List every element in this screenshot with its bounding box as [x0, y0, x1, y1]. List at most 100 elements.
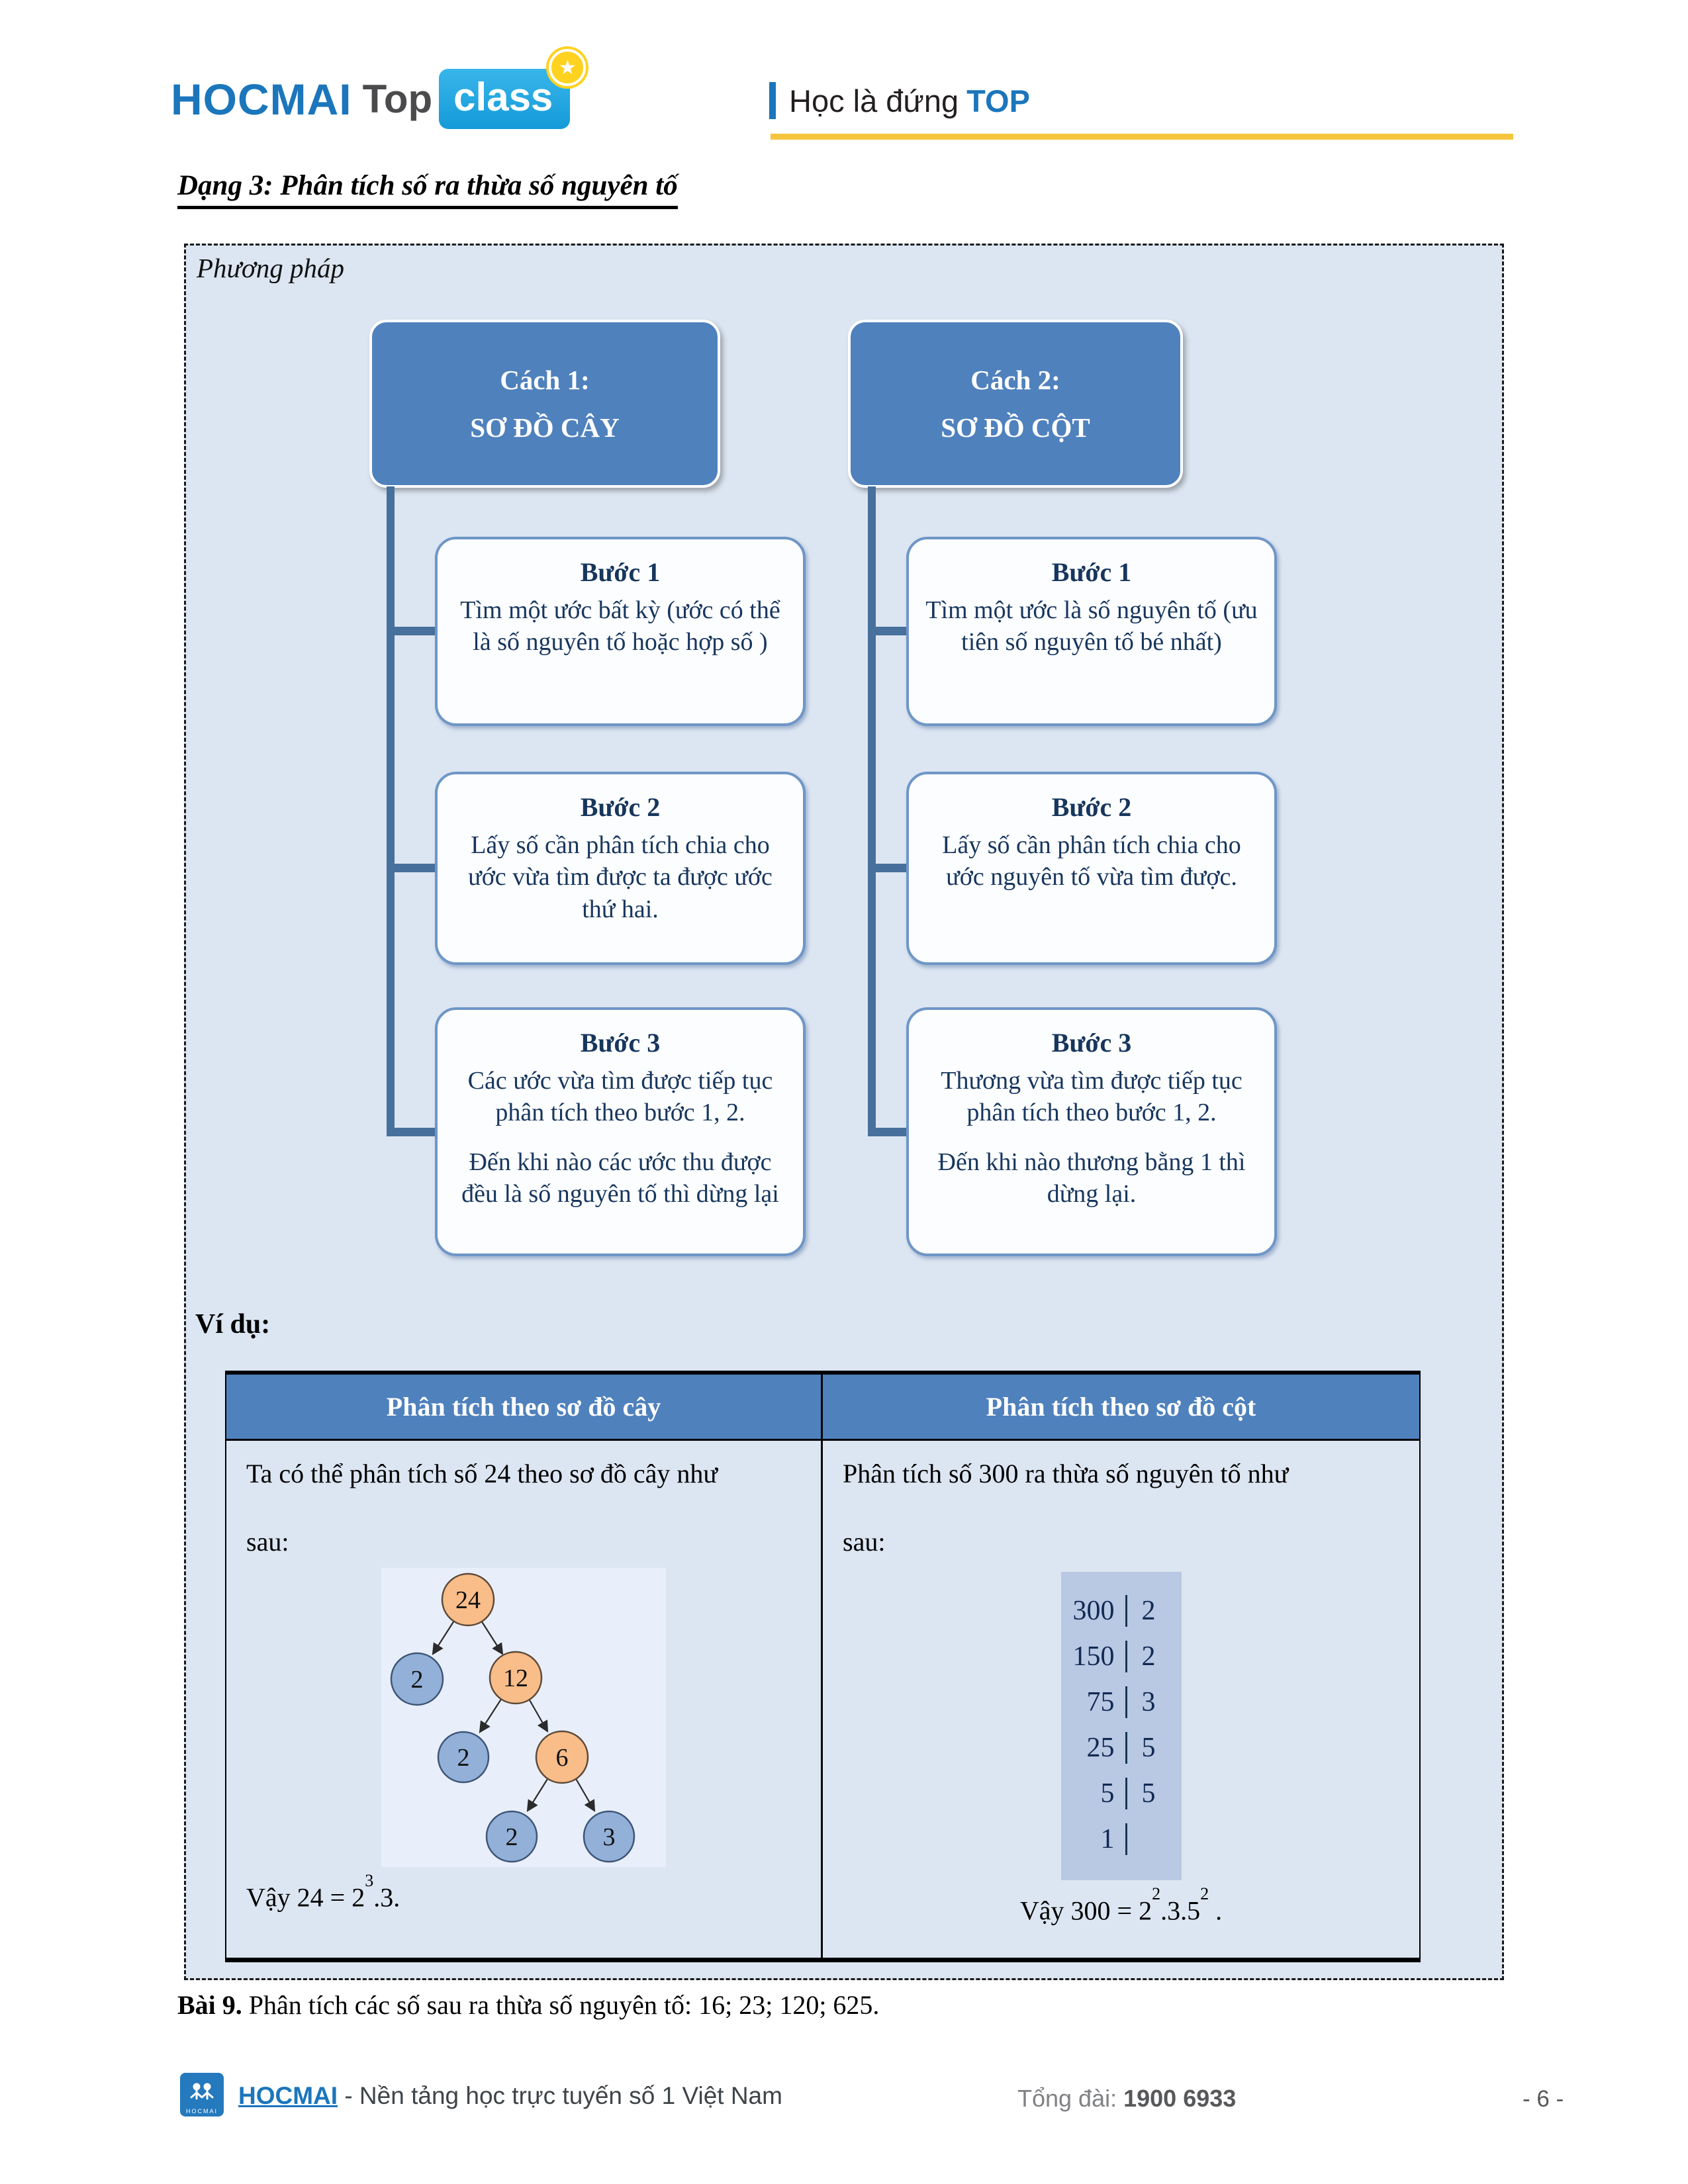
- conclusion-text: Vậy 24 = 2: [246, 1882, 365, 1913]
- logo-top-text: Top: [362, 77, 433, 121]
- tree-node-label: 2: [457, 1744, 470, 1772]
- connector-line: [868, 1128, 909, 1136]
- method-header-tree: Cách 1: SƠ ĐỒ CÂY: [369, 320, 720, 488]
- divisor: 2: [1141, 1595, 1156, 1626]
- hotline-number: 1900 6933: [1123, 2085, 1237, 2112]
- step-box-tree-1: Bước 1 Tìm một ước bất kỳ (ước có thể là…: [435, 537, 806, 726]
- connector-line: [387, 864, 438, 872]
- divisor: 3: [1141, 1686, 1156, 1717]
- dividend: 5: [1061, 1777, 1127, 1809]
- tree-node-6: [535, 1730, 589, 1784]
- exercise-text: Phân tích các số sau ra thừa số nguyên t…: [242, 1990, 880, 2020]
- footer-hotline: Tổng đài: 1900 6933: [1017, 2085, 1236, 2113]
- tree-conclusion: Vậy 24 = 23.3.: [246, 1871, 801, 1913]
- division-row: 25 5: [1061, 1725, 1182, 1770]
- hocmai-footer-logo: HOCMAI: [180, 2073, 224, 2116]
- divisor: 5: [1141, 1732, 1156, 1763]
- page-number: - 6 -: [1523, 2086, 1564, 2112]
- column-conclusion: Vậy 300 = 22.3.52 .: [843, 1884, 1399, 1926]
- method-label: Phương pháp: [197, 253, 345, 283]
- division-row: 300 2: [1061, 1588, 1182, 1633]
- connector-line: [387, 486, 395, 1136]
- step-text: Đến khi nào thương bằng 1 thì dừng lại.: [937, 1148, 1246, 1208]
- step-text: Lấy số cần phân tích chia cho ước nguyên…: [942, 831, 1241, 891]
- dividend: 75: [1061, 1686, 1127, 1718]
- division-row: 150 2: [1061, 1633, 1182, 1679]
- footer-logo-caption: HOCMAI: [186, 2108, 218, 2115]
- tree-node-2: [390, 1652, 444, 1706]
- conclusion-text: .3.5: [1160, 1895, 1201, 1926]
- method-panel: Phương pháp Cách 1: SƠ ĐỒ CÂY Cách 2: SƠ…: [184, 244, 1504, 1980]
- step-title: Bước 3: [580, 1028, 661, 1058]
- divisor: 5: [1141, 1778, 1156, 1809]
- tagline-text: Học là đứng: [789, 83, 959, 118]
- connector-line: [387, 1128, 438, 1136]
- tree-node-label: 2: [411, 1666, 424, 1694]
- divisor: 2: [1141, 1641, 1156, 1672]
- method-header-tree-line1: Cách 1:: [500, 365, 590, 395]
- logo-class-text: class: [453, 75, 553, 119]
- tree-node-label: 3: [603, 1823, 616, 1851]
- header-tagline: Học là đứng TOP: [769, 82, 1030, 119]
- tagline-top-text: TOP: [966, 83, 1030, 118]
- tree-node-label: 24: [455, 1586, 481, 1614]
- table-header-column: Phân tích theo sơ đồ cột: [823, 1375, 1419, 1441]
- step-text: Thương vừa tìm được tiếp tục phân tích t…: [941, 1067, 1243, 1127]
- hotline-label: Tổng đài:: [1017, 2085, 1124, 2112]
- column-intro-line1: Phân tích số 300 ra thừa số nguyên tố nh…: [843, 1459, 1289, 1488]
- connector-line: [387, 627, 438, 635]
- tree-node-2: [437, 1731, 490, 1784]
- dividend: 300: [1061, 1594, 1127, 1627]
- hocmai-people-icon: [190, 2083, 214, 2100]
- dividend: 1: [1061, 1823, 1127, 1855]
- table-cell-column: Phân tích số 300 ra thừa số nguyên tố nh…: [823, 1441, 1419, 1958]
- header-yellow-rule: [771, 134, 1513, 140]
- conclusion-exponent: 2: [1152, 1884, 1161, 1903]
- star-badge-icon: ★: [549, 49, 586, 86]
- tree-intro-line1: Ta có thể phân tích số 24 theo sơ đồ cây…: [246, 1459, 718, 1488]
- factor-tree-diagram: 24 2 12 2 6 2 3: [381, 1568, 666, 1867]
- exercise-label: Bài 9.: [177, 1990, 242, 2020]
- division-row: 5 5: [1061, 1770, 1182, 1816]
- dividend: 25: [1061, 1731, 1127, 1764]
- dividend: 150: [1061, 1640, 1127, 1672]
- step-box-tree-2: Bước 2 Lấy số cần phân tích chia cho ước…: [435, 772, 806, 965]
- division-row: 75 3: [1061, 1679, 1182, 1725]
- section-title: Dạng 3: Phân tích số ra thừa số nguyên t…: [177, 169, 678, 209]
- footer-brand-link[interactable]: HOCMAI: [238, 2082, 338, 2109]
- example-table: Phân tích theo sơ đồ cây Phân tích theo …: [225, 1371, 1421, 1962]
- step-title: Bước 1: [1051, 557, 1132, 587]
- step-text: Tìm một ước bất kỳ (ước có thể là số ngu…: [460, 596, 780, 657]
- step-title: Bước 1: [580, 557, 661, 587]
- division-row: 1: [1061, 1816, 1182, 1862]
- exercise-line: Bài 9. Phân tích các số sau ra thừa số n…: [177, 1989, 879, 2021]
- footer-brand-suffix: - Nền tảng học trực tuyến số 1 Việt Nam: [338, 2082, 782, 2109]
- column-intro-line2: sau:: [843, 1527, 886, 1557]
- step-title: Bước 3: [1051, 1028, 1132, 1058]
- table-cell-tree: Ta có thể phân tích số 24 theo sơ đồ cây…: [226, 1441, 823, 1958]
- conclusion-exponent: 3: [365, 1871, 374, 1890]
- tree-node-label: 2: [506, 1823, 518, 1851]
- step-text: Các ước vừa tìm được tiếp tục phân tích …: [467, 1067, 773, 1127]
- tree-node-3: [583, 1810, 635, 1863]
- conclusion-text: .: [1209, 1895, 1223, 1926]
- hocmai-topclass-logo: HOCMAI Top class ★: [171, 49, 586, 129]
- tree-node-2: [485, 1810, 538, 1863]
- logo-hocmai-text: HOCMAI: [171, 74, 352, 124]
- connector-line: [868, 486, 876, 1136]
- step-text: Đến khi nào các ước thu được đều là số n…: [461, 1148, 779, 1208]
- logo-class-chip: class ★: [439, 49, 586, 129]
- tree-node-label: 12: [503, 1664, 528, 1692]
- conclusion-text: .3.: [373, 1882, 400, 1913]
- footer-brand-line: HOCMAI - Nền tảng học trực tuyến số 1 Vi…: [238, 2082, 782, 2110]
- step-title: Bước 2: [580, 792, 661, 822]
- method-header-tree-line2: SƠ ĐỒ CÂY: [470, 412, 620, 443]
- step-text: Tìm một ước là số nguyên tố (ưu tiên số …: [925, 596, 1258, 657]
- step-box-column-1: Bước 1 Tìm một ước là số nguyên tố (ưu t…: [906, 537, 1277, 726]
- method-header-column: Cách 2: SƠ ĐỒ CỘT: [848, 320, 1183, 488]
- method-header-column-line1: Cách 2:: [970, 365, 1060, 395]
- conclusion-exponent: 2: [1200, 1884, 1209, 1903]
- connector-line: [868, 864, 909, 872]
- connector-line: [868, 627, 909, 635]
